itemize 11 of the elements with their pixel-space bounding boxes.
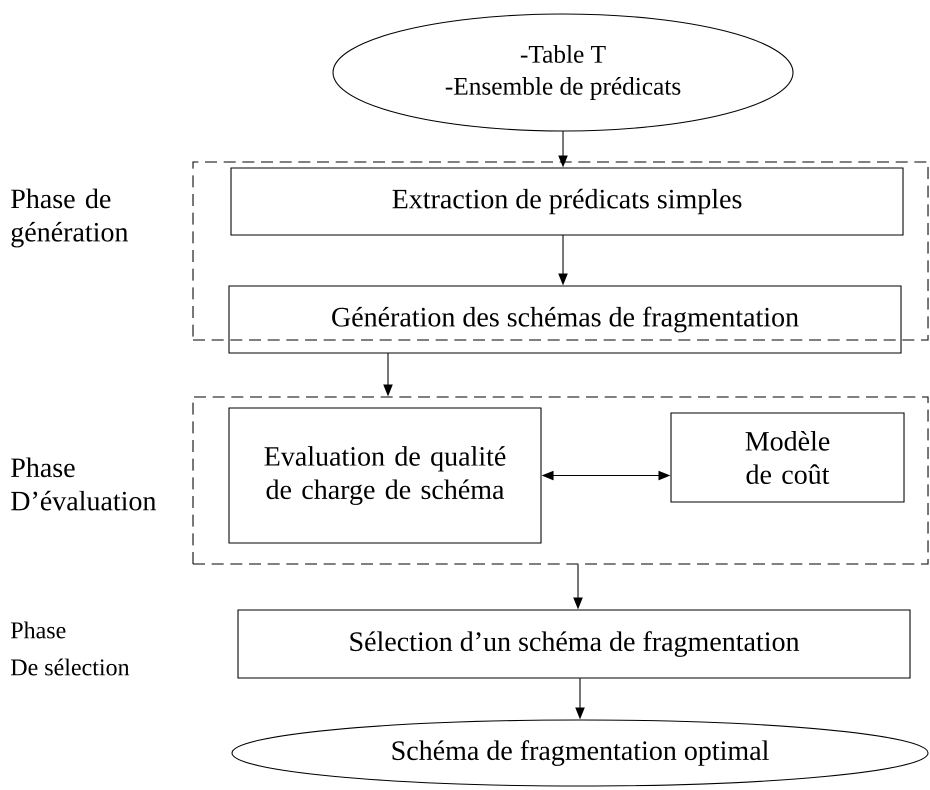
- process-box: Génération des schémas de fragmentation: [228, 285, 902, 354]
- phase-label: Phase de génération: [11, 188, 128, 248]
- process-box: Evaluation de qualité de charge de schéma: [228, 407, 542, 544]
- ellipse-node: Schéma de fragmentation optimal: [231, 719, 929, 787]
- phase-label: Phase: [10, 622, 66, 638]
- process-box: Sélection d’un schéma de fragmentation: [237, 609, 911, 679]
- process-box: Extraction de prédicats simples: [230, 167, 904, 236]
- phase-label: Phase D’évaluation: [11, 458, 156, 511]
- ellipse-node: -Table T -Ensemble de prédicats: [332, 13, 794, 132]
- phase-label: De sélection: [10, 658, 130, 676]
- process-box: Modèle de coût: [670, 412, 905, 503]
